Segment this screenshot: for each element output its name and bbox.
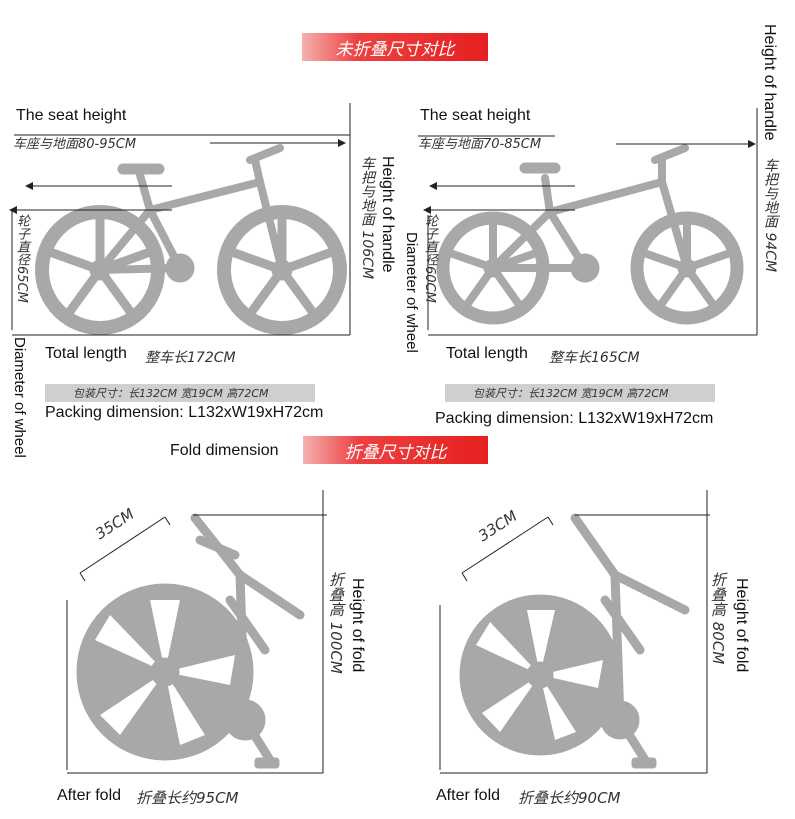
right-fold-height-cn: 折叠高 80CM — [709, 572, 727, 665]
left-handle-height-cn: 车把与地面 106CM — [359, 156, 375, 280]
left-packing-label: Packing dimension: L132xW19xH72cm — [45, 404, 324, 421]
right-packing-label: Packing dimension: L132xW19xH72cm — [435, 410, 714, 427]
left-seat-height-cn: 车座与地面80-95CM — [13, 137, 137, 152]
fold-title-banner: 折叠尺寸对比 — [303, 436, 488, 464]
right-after-fold-label: After fold — [436, 787, 501, 804]
right-seat-height-cn: 车座与地面70-85CM — [418, 137, 542, 152]
left-after-fold-cn: 折叠长约95CM — [136, 789, 239, 807]
left-wheel-diameter-cn: 轮子直径65CM — [14, 214, 29, 303]
right-after-fold-cn: 折叠长约90CM — [518, 789, 621, 807]
right-fold-dimension-lines — [439, 490, 710, 774]
fold-dimension-label: Fold dimension — [170, 442, 279, 459]
left-dimension-lines — [9, 103, 351, 336]
right-dimension-lines — [418, 108, 758, 336]
left-after-fold-label: After fold — [57, 787, 122, 804]
left-fold-height-label: Height of fold — [349, 578, 366, 673]
right-folded-bike-illustration — [459, 513, 690, 769]
fold-title: 折叠尺寸对比 — [344, 442, 447, 463]
right-handle-height-cn: 车把与地面 94CM — [762, 158, 778, 273]
left-handle-height-label: Height of handle — [379, 156, 396, 273]
left-fold-dimension-lines — [66, 490, 327, 774]
unfolded-title-banner: 未折叠尺寸对比 — [302, 33, 488, 61]
right-packing-cn: 包装尺寸：长132CM 宽19CM 高72CM — [445, 384, 715, 402]
right-handle-height-label: Height of handle — [761, 24, 778, 141]
right-wheel-diameter-label: Diameter of wheel — [403, 232, 420, 353]
left-total-length-label: Total length — [45, 345, 127, 362]
right-fold-height-label: Height of fold — [733, 578, 750, 673]
left-folded-bike-illustration — [76, 513, 305, 769]
right-wheel-diameter-cn: 轮子直径60CM — [422, 214, 437, 303]
left-bike-illustration — [35, 144, 347, 335]
unfolded-title: 未折叠尺寸对比 — [335, 39, 455, 60]
right-total-length-label: Total length — [446, 345, 528, 362]
left-fold-height-cn: 折叠高 100CM — [327, 572, 345, 674]
left-wheel-diameter-label: Diameter of wheel — [11, 337, 28, 458]
right-total-length-cn: 整车长165CM — [549, 350, 640, 366]
right-seat-height-label: The seat height — [420, 107, 531, 124]
left-packing-cn: 包装尺寸：长132CM 宽19CM 高72CM — [45, 384, 315, 402]
left-total-length-cn: 整车长172CM — [145, 350, 236, 366]
left-seat-height-label: The seat height — [16, 107, 127, 124]
right-bike-illustration — [436, 144, 744, 325]
